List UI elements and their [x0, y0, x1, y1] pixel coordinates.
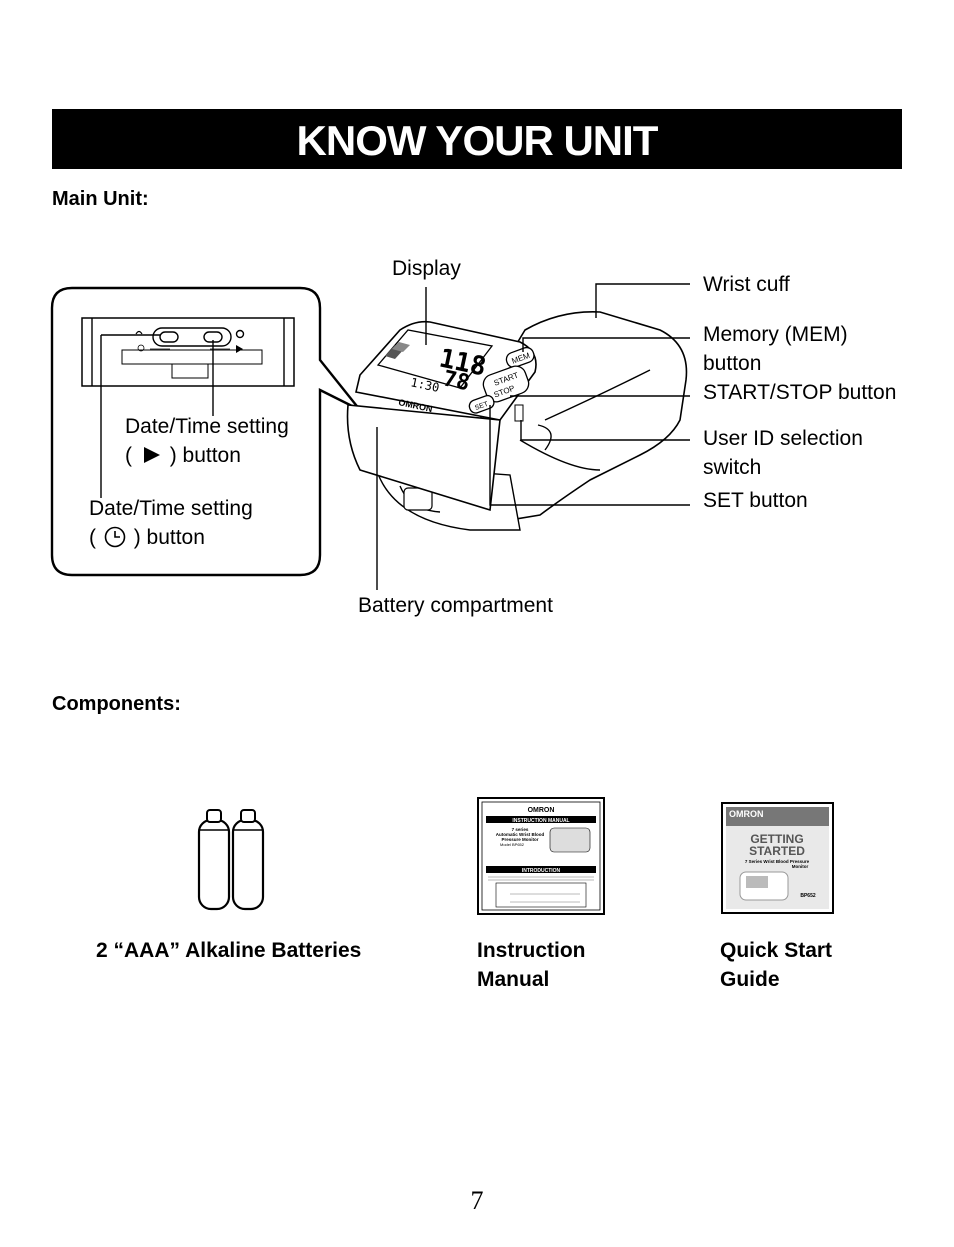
svg-text:GETTING: GETTING	[750, 832, 803, 846]
mem-button-label: Memory (MEM) button	[703, 323, 848, 375]
mem-button	[505, 346, 535, 368]
svg-text:Pressure Monitor: Pressure Monitor	[501, 837, 538, 842]
svg-text:STARTED: STARTED	[749, 844, 805, 858]
svg-text:Monitor: Monitor	[792, 864, 809, 869]
battery-compartment	[346, 404, 501, 512]
user-id-switch-label: User ID selection switch	[703, 427, 863, 479]
play-icon	[143, 447, 160, 463]
svg-text:7 series: 7 series	[512, 827, 529, 832]
start-stop-label: START/STOP button	[703, 381, 897, 404]
display-dia: 78	[441, 366, 472, 396]
clock-setting-button	[159, 331, 179, 343]
set-button	[468, 394, 495, 414]
title-banner: KNOW YOUR UNIT	[52, 109, 902, 169]
page-title: KNOW YOUR UNIT	[296, 117, 659, 164]
quick-start-guide-cover: OMRON GETTING STARTED 7 Series Wrist Blo…	[721, 802, 834, 914]
svg-text:INTRODUCTION: INTRODUCTION	[522, 868, 561, 874]
display-time: 1:30	[409, 375, 440, 395]
svg-text:OMRON: OMRON	[528, 807, 555, 814]
aaa-batteries-illustration	[197, 809, 265, 911]
page-number: 7	[470, 1186, 484, 1215]
instruction-manual-label: Instruction Manual	[477, 939, 586, 991]
user-id-switch	[514, 404, 524, 422]
svg-text:SET: SET	[474, 401, 490, 412]
wrist-cuff-label: Wrist cuff	[703, 273, 790, 296]
datetime-play-label: Date/Time setting ( ) button	[125, 415, 289, 467]
svg-text:OMRON: OMRON	[729, 809, 764, 819]
start-stop-button	[482, 365, 530, 403]
batteries-label: 2 “AAA” Alkaline Batteries	[96, 939, 362, 962]
device-illustration: 118 78 1:30 OMRON MEM START STOP SET	[346, 311, 688, 531]
svg-text:7 Series Wrist Blood Pressure: 7 Series Wrist Blood Pressure	[745, 859, 810, 864]
set-button-label: SET button	[703, 489, 808, 512]
battery-compartment-label: Battery compartment	[358, 594, 553, 617]
datetime-clock-label: Date/Time setting ( ) button	[89, 497, 253, 549]
svg-text:Automatic Wrist Blood: Automatic Wrist Blood	[496, 832, 545, 837]
display-label: Display	[392, 257, 461, 280]
svg-text:BP652: BP652	[800, 893, 816, 899]
instruction-manual-cover: OMRON INSTRUCTION MANUAL 7 series Automa…	[477, 797, 605, 915]
quick-start-guide-label: Quick Start Guide	[720, 939, 833, 991]
clock-icon	[104, 526, 126, 548]
main-unit-heading: Main Unit:	[52, 188, 149, 210]
svg-text:Model BP652: Model BP652	[500, 842, 525, 847]
components-heading: Components:	[52, 693, 181, 715]
svg-text:INSTRUCTION MANUAL: INSTRUCTION MANUAL	[512, 818, 569, 824]
device-bottom-panel	[81, 317, 295, 387]
